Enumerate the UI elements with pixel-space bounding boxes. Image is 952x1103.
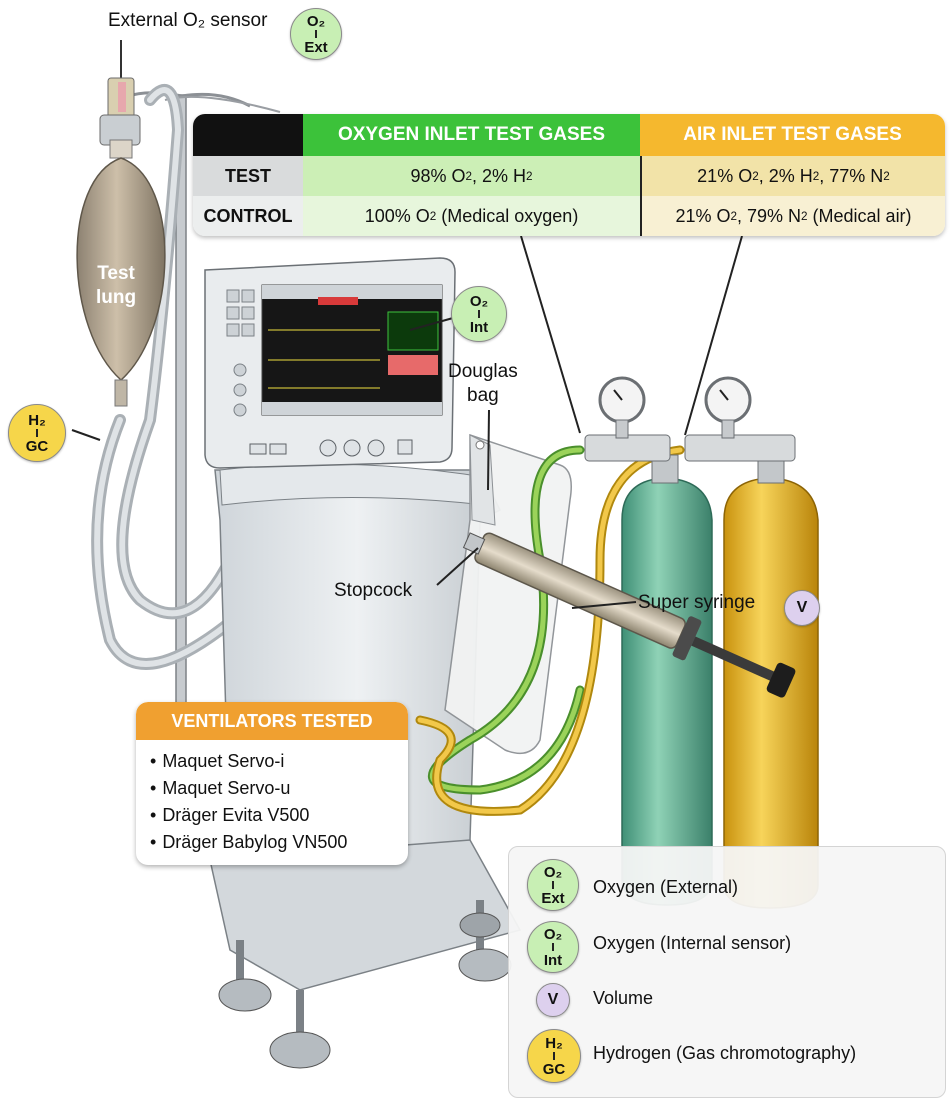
oxygen-inlet-header: OXYGEN INLET TEST GASES (303, 114, 640, 156)
stopcock-label: Stopcock (334, 580, 413, 601)
leader-lines (71, 235, 743, 609)
breathing-circuit-tubing (91, 84, 251, 670)
row-label-test: TEST (193, 156, 303, 196)
legend-item-h2-gc: Hydrogen (Gas chromotography) (593, 1043, 857, 1063)
list-item: Maquet Servo-u (150, 775, 408, 802)
list-item: Maquet Servo-i (150, 748, 408, 775)
test-lung-label: Test lung (96, 263, 137, 308)
list-item: Dräger Babylog VN500 (150, 829, 408, 856)
legend-item-volume: Volume (593, 988, 654, 1008)
ventilators-tested-title: VENTILATORS TESTED (136, 702, 408, 740)
list-item: Dräger Evita V500 (150, 802, 408, 829)
super-syringe (462, 532, 796, 698)
douglas-bag-label: Douglas bag (448, 361, 518, 406)
test-lung (76, 139, 166, 407)
legend-item-o2-int: Oxygen (Internal sensor) (593, 933, 792, 953)
table-corner-cell (193, 114, 303, 156)
row-label-control: CONTROL (193, 196, 303, 236)
legend-v-icon: V (536, 983, 570, 1017)
ventilator-monitor (204, 257, 456, 469)
v-badge-syringe: V (784, 590, 820, 626)
external-o2-sensor-label: External O₂ sensor (108, 10, 268, 31)
ventilators-tested-box: VENTILATORS TESTED Maquet Servo-i Maquet… (136, 702, 408, 865)
air-inlet-header: AIR INLET TEST GASES (640, 114, 945, 156)
test-gases-table: OXYGEN INLET TEST GASES AIR INLET TEST G… (193, 114, 945, 236)
external-o2-sensor (99, 40, 141, 146)
gas-hoses (415, 445, 685, 816)
table-header-row: OXYGEN INLET TEST GASES AIR INLET TEST G… (193, 114, 945, 156)
super-syringe-label: Super syringe (638, 592, 756, 613)
legend-item-o2-ext: Oxygen (External) (593, 877, 739, 897)
ventilators-list: Maquet Servo-i Maquet Servo-u Dräger Evi… (150, 748, 408, 856)
